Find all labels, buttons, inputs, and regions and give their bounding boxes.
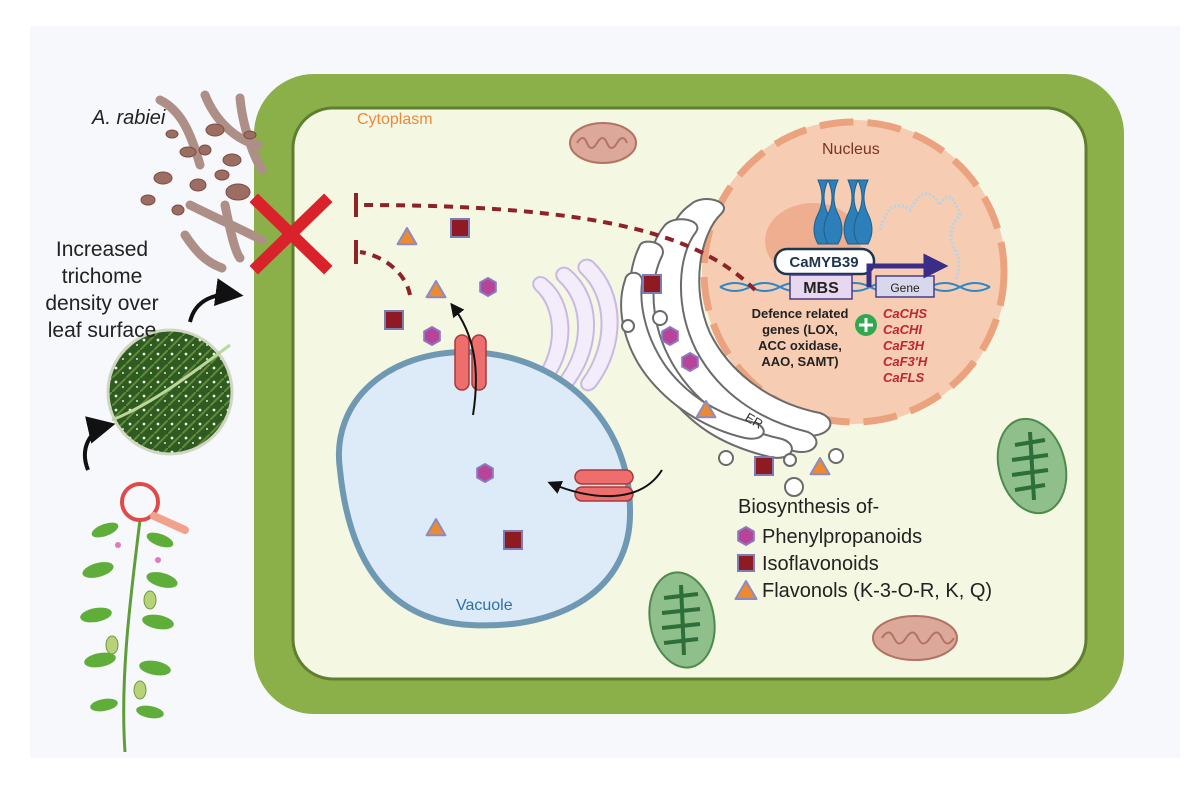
vacuole-label: Vacuole — [456, 597, 513, 614]
hexagon-metabolite-icon — [476, 462, 494, 484]
inhibition-line — [359, 203, 757, 296]
chromatin — [878, 192, 962, 281]
mitochondrion — [569, 122, 958, 661]
defence-label-line: ACC oxidase, — [758, 338, 842, 353]
square-metabolite-icon — [503, 530, 523, 550]
defence-label-line: Defence related — [752, 306, 849, 321]
trichome-label-line: trichome — [62, 265, 143, 288]
dna-helix — [719, 282, 991, 292]
hexagon-metabolite-icon — [681, 351, 699, 373]
legend-label-isoflavonoids: Isoflavonoids — [762, 553, 879, 575]
square-metabolite-icon — [754, 456, 774, 476]
hexagon-metabolite-icon — [661, 325, 679, 347]
square-metabolite-icon — [450, 218, 470, 238]
tf-pill — [773, 247, 876, 276]
gene-name: CaFLS — [883, 370, 925, 385]
golgi-apparatus — [532, 258, 619, 392]
legend-title: Biosynthesis of- — [738, 496, 879, 518]
legend-square-icon — [737, 554, 755, 572]
transcription-arrow-icon — [866, 253, 949, 287]
nucleus-label: Nucleus — [822, 141, 880, 158]
pathogen-hyphae — [155, 90, 267, 273]
square-metabolite-icon — [384, 310, 404, 330]
pathogen-label: A. rabiei — [91, 107, 166, 129]
chromosome-icon — [813, 179, 873, 245]
transporter-icon — [454, 334, 634, 502]
curved-arrow-icon — [188, 278, 244, 323]
triangle-metabolite-icon — [809, 457, 831, 476]
vacuole — [335, 348, 634, 629]
er-vesicle — [621, 310, 844, 497]
legend-label-phenylpropanoids: Phenylpropanoids — [762, 526, 922, 548]
defence-label-line: AAO, SAMT) — [761, 354, 838, 369]
mbs-box — [789, 274, 853, 300]
chloroplast — [648, 417, 1068, 669]
triangle-metabolite-icon — [425, 280, 447, 299]
legend-hexagon-icon — [737, 525, 755, 547]
gene-name: CaF3H — [883, 338, 925, 353]
triangle-metabolite-icon — [396, 227, 418, 246]
block-x-icon — [249, 193, 333, 275]
gene-box — [875, 275, 935, 298]
export-arrow — [450, 302, 477, 416]
plant-icon — [80, 519, 178, 753]
hexagon-metabolite-icon — [479, 276, 497, 298]
leaf-magnified-icon — [106, 328, 234, 456]
pathogen-spore — [140, 123, 257, 216]
endoplasmic-reticulum — [620, 198, 832, 459]
hexagon-metabolite-icon — [423, 325, 441, 347]
plus-icon — [855, 314, 877, 336]
trichome-label-line: leaf surface — [48, 319, 157, 342]
gene-name: CaF3'H — [883, 354, 928, 369]
tf-label: CaMYB39 — [789, 254, 858, 271]
defence-label-line: genes (LOX, — [762, 322, 838, 337]
gene-label: Gene — [890, 281, 920, 295]
cytoplasm-label: Cytoplasm — [357, 111, 433, 128]
import-arrow — [547, 469, 663, 497]
legend-triangle-icon — [734, 580, 758, 600]
magnifier-icon — [120, 482, 189, 534]
gene-name: CaCHI — [883, 322, 922, 337]
mbs-label: MBS — [803, 280, 839, 297]
trichome-label-line: density over — [45, 292, 158, 315]
legend-label-flavonols: Flavonols (K-3-O-R, K, Q) — [762, 580, 992, 602]
trichome-label-line: Increased — [56, 238, 148, 261]
curved-arrow-icon — [83, 416, 116, 471]
gene-name: CaCHS — [883, 306, 927, 321]
triangle-metabolite-icon — [695, 400, 717, 419]
square-metabolite-icon — [642, 274, 662, 294]
triangle-metabolite-icon — [425, 518, 447, 537]
